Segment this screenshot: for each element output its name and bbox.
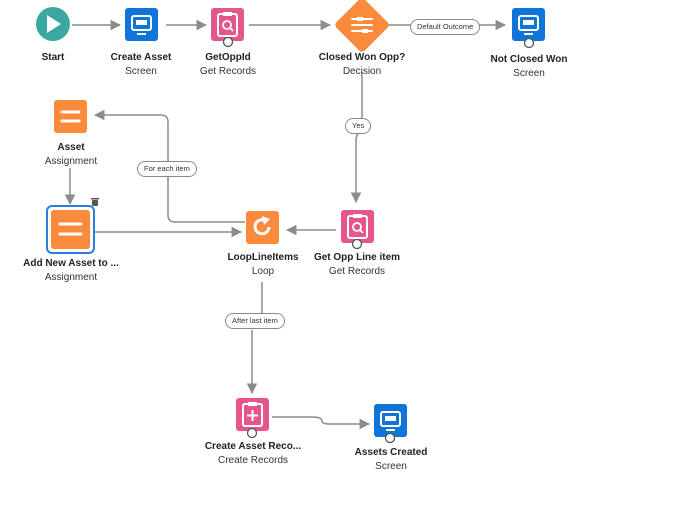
screen-icon	[380, 411, 401, 431]
getoppid-connector[interactable]	[222, 36, 234, 48]
getoppid-subtitle: Get Records	[199, 66, 257, 77]
not-closed-won-subtitle: Screen	[513, 68, 545, 79]
create-asset-records-tile[interactable]	[236, 398, 269, 431]
edge-label-default-outcome[interactable]: Default Outcome	[410, 19, 481, 35]
add-new-asset-title: Add New Asset to ...	[23, 258, 119, 269]
not-closed-won-title: Not Closed Won	[490, 54, 568, 65]
start-title: Start	[41, 52, 65, 63]
loop-icon	[253, 216, 271, 236]
asset-subtitle: Assignment	[44, 156, 98, 167]
create-asset-subtitle: Screen	[125, 66, 157, 77]
get-records-icon	[217, 12, 238, 37]
assignment-icon	[58, 222, 83, 236]
asset-tile[interactable]	[54, 100, 87, 133]
not-closed-won-connector[interactable]	[523, 37, 535, 49]
get-opp-line-item-tile[interactable]	[341, 210, 374, 243]
decision-shape[interactable]	[334, 0, 391, 53]
get-opp-line-item-subtitle: Get Records	[328, 266, 386, 277]
getoppid-tile[interactable]	[211, 8, 244, 41]
create-asset-records-subtitle: Create Records	[217, 455, 289, 466]
assignment-icon	[60, 110, 81, 123]
edge-decision-yes	[356, 72, 362, 202]
assets-created-subtitle: Screen	[375, 461, 407, 472]
screen-icon	[518, 15, 539, 35]
create-asset-tile[interactable]	[125, 8, 158, 41]
selection-outline	[46, 205, 95, 254]
get-opp-line-item-connector[interactable]	[351, 238, 363, 250]
trash-icon[interactable]	[91, 198, 99, 206]
assets-created-title: Assets Created	[354, 447, 428, 458]
create-asset-records-title: Create Asset Reco...	[204, 441, 302, 452]
assets-created-connector[interactable]	[384, 432, 396, 444]
add-new-asset-tile[interactable]	[51, 210, 90, 249]
edge-label-after-last-item[interactable]: After last item	[225, 313, 285, 329]
closed-won-opp-subtitle: Decision	[342, 66, 382, 77]
get-records-icon	[347, 214, 368, 239]
asset-title: Asset	[57, 142, 85, 153]
looplineitems-subtitle: Loop	[251, 266, 275, 277]
edge-loop-after-last-item	[252, 282, 262, 393]
play-icon	[47, 15, 61, 33]
create-asset-title: Create Asset	[110, 52, 172, 63]
looplineitems-title: LoopLineItems	[227, 252, 299, 263]
get-opp-line-item-title: Get Opp Line item	[313, 252, 401, 263]
closed-won-opp-title: Closed Won Opp?	[318, 52, 406, 63]
create-records-icon	[242, 402, 263, 427]
getoppid-title: GetOppId	[205, 52, 251, 63]
assets-created-tile[interactable]	[374, 404, 407, 437]
add-new-asset-subtitle: Assignment	[44, 272, 98, 283]
decision-icon	[351, 17, 373, 33]
edge-label-yes[interactable]: Yes	[345, 118, 372, 134]
looplineitems-tile[interactable]	[246, 211, 279, 244]
screen-icon	[131, 15, 152, 35]
create-asset-records-connector[interactable]	[246, 427, 258, 439]
not-closed-won-tile[interactable]	[512, 8, 545, 41]
start-node-shape[interactable]	[36, 7, 70, 41]
edge-create-records-to-assets-created	[272, 416, 371, 430]
edge-label-for-each-item[interactable]: For each item	[137, 161, 197, 177]
